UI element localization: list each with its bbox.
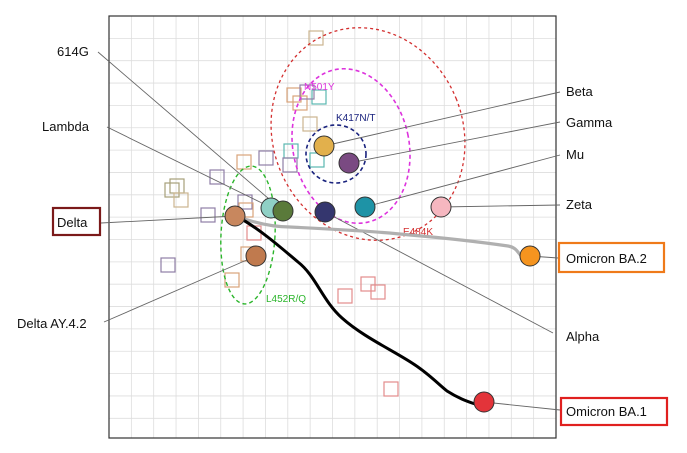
- serum-square: [311, 89, 327, 105]
- l452rq-ellipse: [220, 165, 276, 305]
- e484k-label: E484K: [403, 227, 433, 238]
- label-614g: 614G: [57, 44, 89, 59]
- k417nt-label: K417N/T: [336, 113, 375, 124]
- variant-614g: [272, 200, 294, 222]
- variant-zeta: [430, 196, 452, 218]
- omicron-ba2-box: [557, 241, 666, 274]
- serum-square: [283, 143, 299, 159]
- leader-ba1: [483, 401, 561, 411]
- serum-square: [337, 288, 353, 304]
- label-omicron-ba1: Omicron BA.1: [566, 404, 647, 419]
- variant-alpha: [314, 201, 336, 223]
- serum-square: [286, 87, 302, 103]
- serum-square: [169, 178, 185, 194]
- path-to-omicron-ba1: [236, 215, 477, 406]
- label-delta: Delta: [57, 215, 88, 230]
- serum-square: [236, 154, 252, 170]
- variant-points: [224, 135, 541, 413]
- sera-squares: [160, 30, 399, 397]
- variant-gamma: [338, 152, 360, 174]
- k417nt-ellipse: [305, 124, 367, 184]
- serum-square: [383, 381, 399, 397]
- label-gamma: Gamma: [566, 115, 613, 130]
- leader-mu: [364, 154, 561, 208]
- variant-delta: [224, 205, 246, 227]
- label-mu: Mu: [566, 147, 584, 162]
- leader-gamma: [348, 121, 561, 164]
- omicron-ba1-box: [559, 396, 669, 427]
- l452rq-label: L452R/Q: [266, 294, 306, 305]
- leader-beta: [323, 91, 561, 147]
- serum-square: [370, 284, 386, 300]
- serum-square: [224, 272, 240, 288]
- n501y-ellipse: [291, 67, 411, 225]
- serum-square: [160, 257, 176, 273]
- label-beta: Beta: [566, 84, 594, 99]
- label-lambda: Lambda: [42, 119, 90, 134]
- map-grid: [109, 16, 556, 438]
- variant-mu: [354, 196, 376, 218]
- leader-delta: [100, 215, 236, 224]
- serum-square: [209, 169, 225, 185]
- variant-beta: [313, 135, 335, 157]
- n501y-label: N501Y: [304, 82, 335, 93]
- leader-zeta: [440, 204, 561, 208]
- variant-delta-ay42: [245, 245, 267, 267]
- serum-square: [308, 30, 324, 46]
- path-to-omicron-ba2: [234, 214, 527, 258]
- label-alpha: Alpha: [566, 329, 600, 344]
- label-zeta: Zeta: [566, 197, 593, 212]
- leader-lambda: [106, 126, 271, 208]
- serum-square: [173, 192, 189, 208]
- leader-delta-ay42: [103, 255, 257, 323]
- variant-omicron-ba1: [473, 391, 495, 413]
- serum-square: [299, 84, 315, 100]
- serum-square: [282, 157, 298, 173]
- label-omicron-ba2: Omicron BA.2: [566, 251, 647, 266]
- serum-square: [302, 116, 318, 132]
- variant-omicron-ba2: [519, 245, 541, 267]
- serum-square: [360, 276, 376, 292]
- label-delta-ay42: Delta AY.4.2: [17, 316, 87, 331]
- serum-square: [200, 207, 216, 223]
- serum-square: [164, 182, 180, 198]
- map-frame: [108, 15, 557, 439]
- delta-box: [51, 206, 102, 237]
- serum-square: [258, 150, 274, 166]
- e484k-ellipse: [270, 27, 466, 241]
- leader-614g: [97, 51, 284, 212]
